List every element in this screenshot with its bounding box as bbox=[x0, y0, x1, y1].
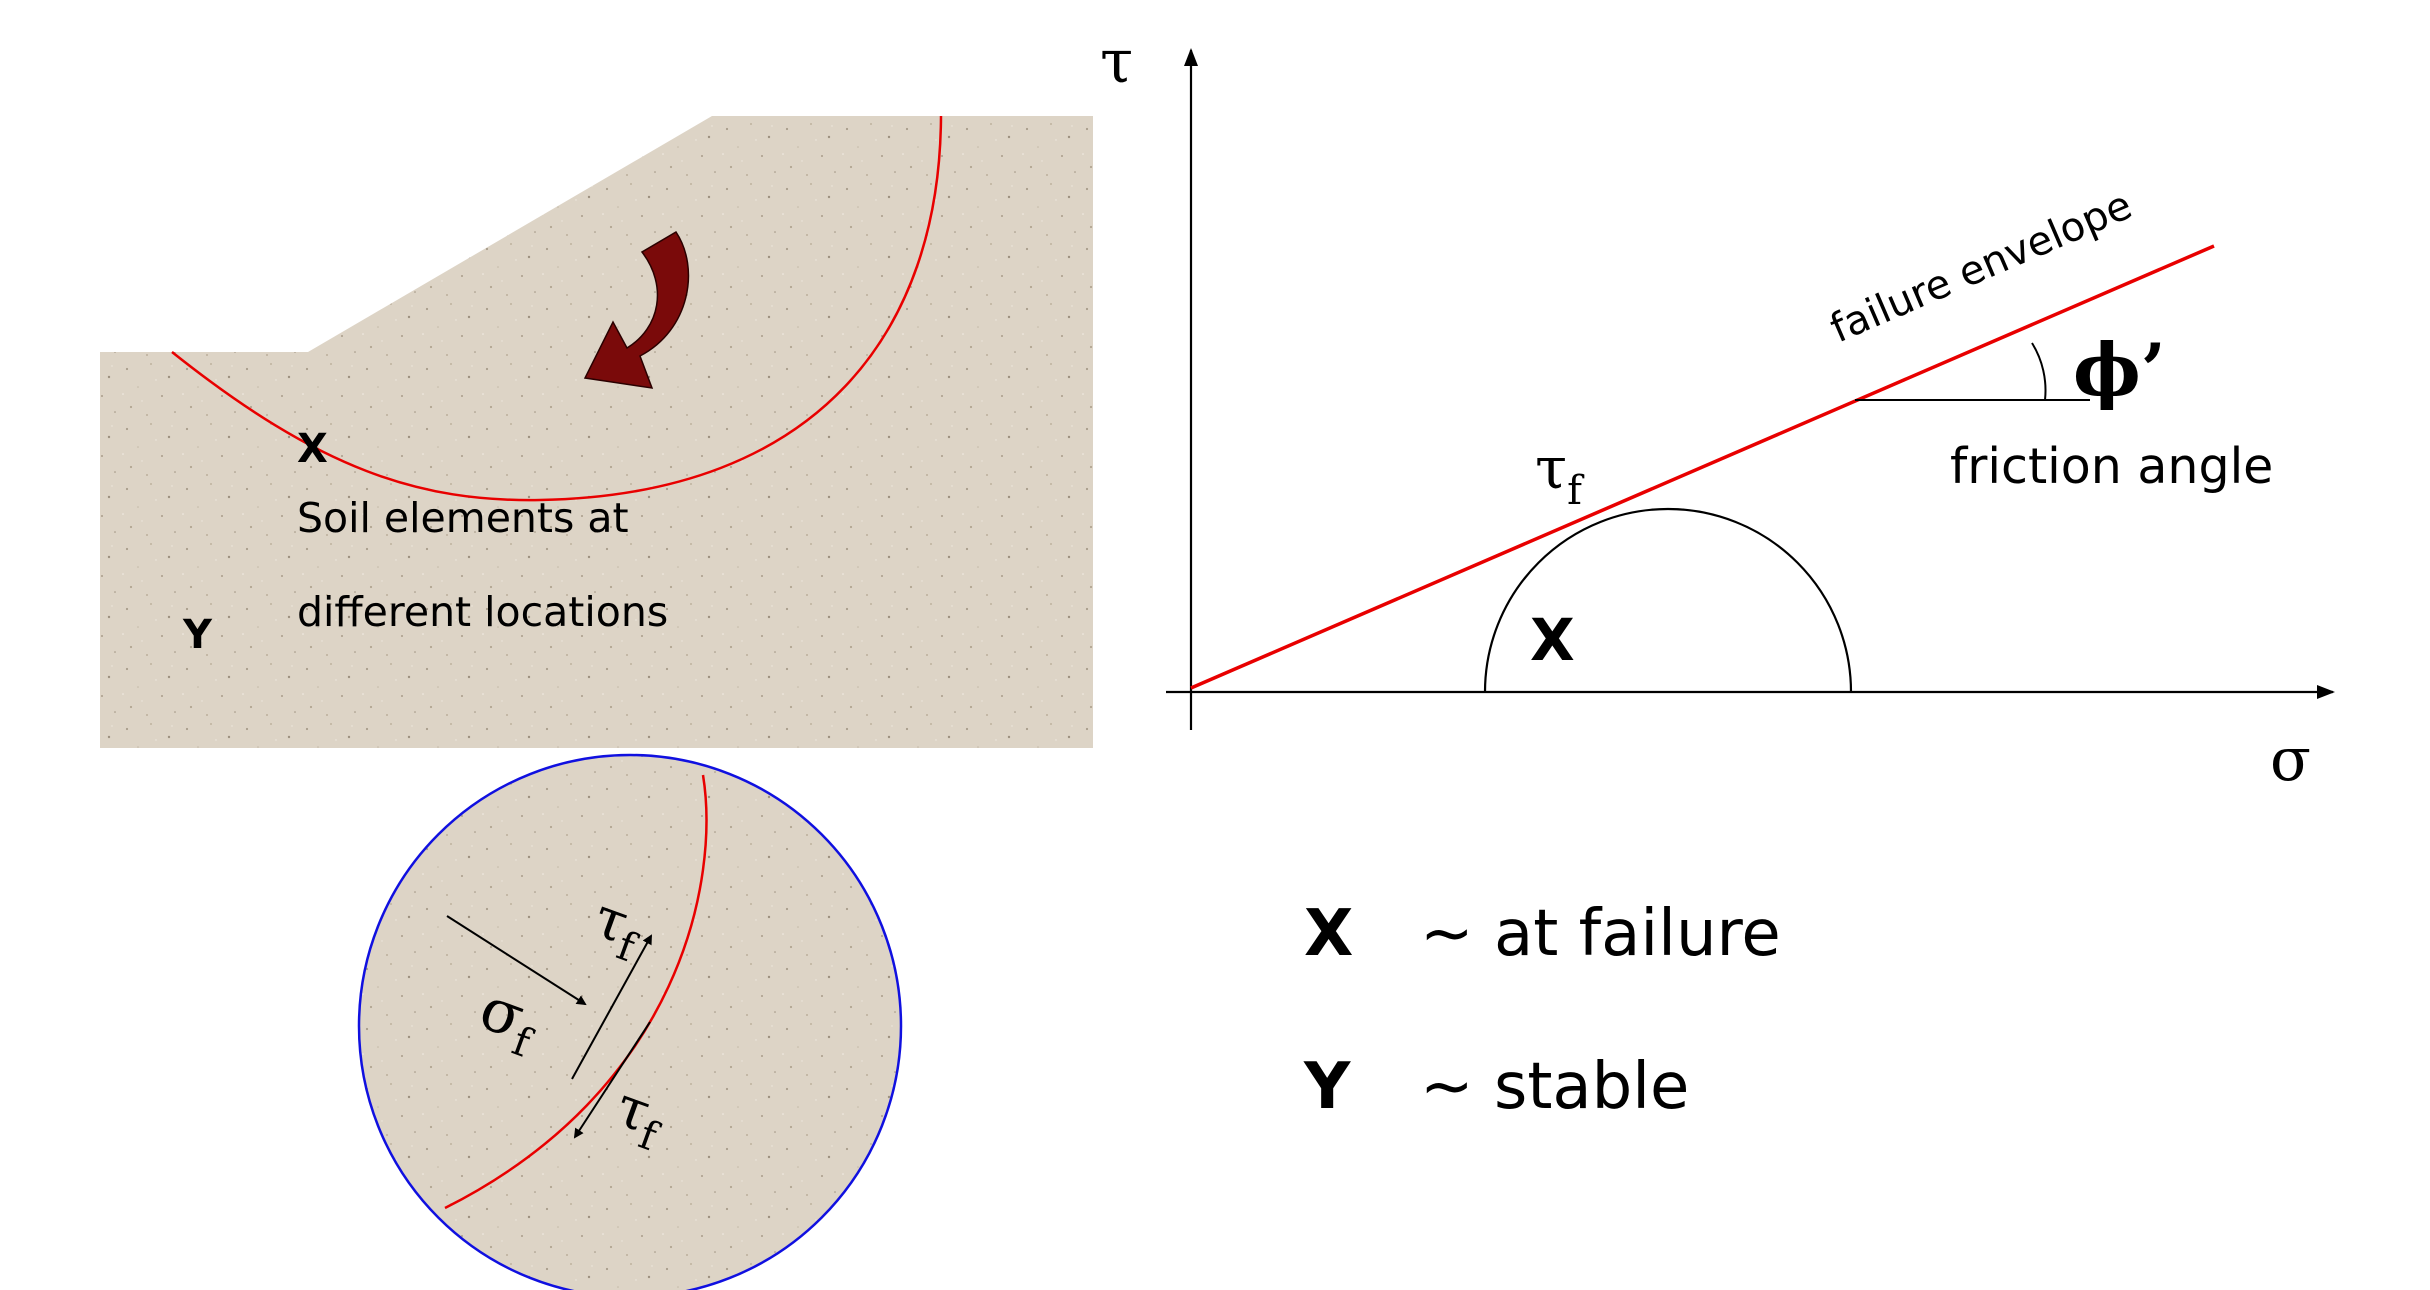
legend-x-desc: ~ at failure bbox=[1420, 897, 1781, 971]
element-slip-line bbox=[444, 774, 708, 1210]
legend: X ~ at failure Y ~ stable bbox=[1303, 897, 1781, 1124]
caption-line-2: different locations bbox=[297, 588, 668, 636]
tau-f-lower-arrow bbox=[573, 1021, 651, 1139]
legend-x-key: X bbox=[1304, 897, 1353, 971]
mohr-diagram: τ σ failure envelope τf ϕ’ friction angl… bbox=[1100, 27, 2335, 795]
circle-x-label: X bbox=[1530, 606, 1575, 674]
tau-f-lower-label: τf bbox=[604, 1074, 676, 1161]
soil-slope bbox=[100, 116, 1093, 748]
slope-panel: X Y Soil elements at different locations bbox=[100, 115, 1093, 748]
phi-label: ϕ’ bbox=[2073, 327, 2166, 412]
sigma-f-arrow bbox=[446, 915, 587, 1006]
element-outline bbox=[357, 753, 903, 1290]
soil-element bbox=[359, 755, 901, 1290]
legend-y-key: Y bbox=[1303, 1050, 1351, 1124]
sigma-axis-label: σ bbox=[2270, 725, 2311, 795]
point-x-label: X bbox=[297, 426, 328, 472]
rotation-arrow bbox=[583, 230, 690, 389]
tau-axis-label: τ bbox=[1100, 27, 1133, 97]
phi-angle-arc bbox=[2031, 342, 2047, 401]
failure-envelope-line bbox=[1190, 244, 2215, 690]
slip-surface bbox=[171, 115, 943, 502]
point-y-label: Y bbox=[182, 612, 213, 658]
caption-line-1: Soil elements at bbox=[297, 494, 629, 542]
mohr-circle-x bbox=[1483, 507, 1853, 693]
soil-element-panel: τf σf τf bbox=[357, 753, 903, 1290]
legend-y-desc: ~ stable bbox=[1420, 1050, 1689, 1124]
tau-f-label: τf bbox=[1535, 434, 1585, 514]
tau-f-upper-arrow bbox=[571, 934, 652, 1080]
friction-angle-label: friction angle bbox=[1950, 438, 2273, 495]
